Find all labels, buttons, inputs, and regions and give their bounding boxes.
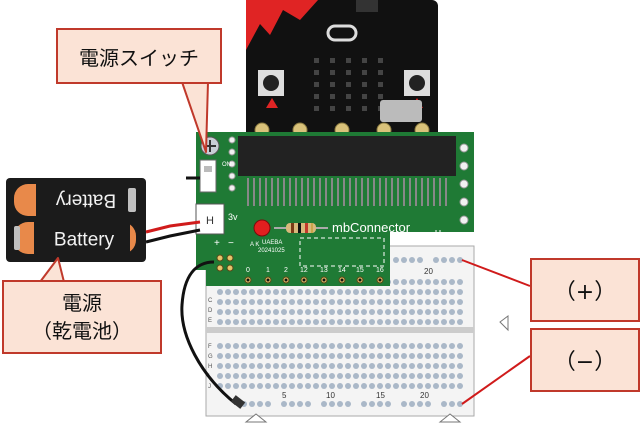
power-source-callout: 電源 （乾電池） (2, 280, 162, 354)
row-letter: C (208, 298, 213, 304)
rail-plus-sign: + (214, 238, 220, 249)
row-letter: J (208, 384, 211, 390)
microbit-edge-rings (254, 122, 430, 138)
row-letter: H (208, 364, 212, 370)
battery-top-label: Battery (55, 190, 116, 211)
pcb-left-pads (228, 136, 236, 192)
led-red (253, 219, 271, 237)
pcb-dashed-area (299, 237, 385, 267)
pcb-ground-symbol (428, 230, 448, 238)
breadboard-col-num-top: 20 (424, 267, 433, 276)
minus-pointer-line (461, 355, 531, 405)
pin-label: 0 (246, 267, 250, 274)
led-marker-label: A K (250, 242, 259, 248)
microbit (246, 0, 438, 142)
pcb-right-pads (459, 143, 469, 225)
microbit-chip (380, 100, 422, 122)
minus-rail-callout: （−） (530, 328, 640, 392)
battery-cell-bottom: Battery (14, 222, 136, 254)
microbit-button-a (258, 70, 284, 108)
power-source-callout-line2: （乾電池） (32, 319, 132, 343)
pcb-pin-labels: 0 1 2 12 13 14 15 16 (246, 267, 384, 274)
pin-label: 12 (300, 267, 308, 274)
plus-pointer-line (461, 259, 531, 287)
microbit-red-graphic (246, 0, 318, 50)
board-name-label: mbConnector (332, 220, 411, 235)
plus-rail-callout-text: （+） (553, 280, 617, 305)
pin-label: 1 (266, 267, 270, 274)
row-letter: F (208, 344, 212, 350)
pin-label: 16 (376, 267, 384, 274)
battery-bottom-label: Battery (54, 230, 115, 251)
breadboard-col-num: 5 (282, 391, 287, 400)
red-wire (145, 220, 201, 234)
board-date-label: 20241025 (258, 248, 285, 254)
row-letter: E (208, 318, 212, 324)
header-pins (246, 278, 382, 282)
edge-connector-pins (247, 178, 447, 206)
breadboard-col-num: 10 (326, 391, 335, 400)
voltage-label: 3v (228, 212, 238, 222)
jumper-wire-end (230, 395, 246, 409)
connector-board: ON H 3v + − A K mbConnector UAEBA 202410… (195, 132, 474, 286)
breadboard-holes-bottom (217, 343, 463, 407)
row-letter: G (208, 354, 213, 360)
pin-label: 13 (320, 267, 328, 274)
switch-on-label: ON (222, 162, 231, 168)
pin-label: 2 (284, 267, 288, 274)
breadboard-holes-top (217, 257, 463, 325)
power-switch-callout: 電源スイッチ (56, 28, 222, 84)
rail-minus-sign: − (228, 238, 234, 249)
edge-connector-slot (238, 136, 456, 176)
row-letter: D (208, 308, 213, 314)
pin-label: 14 (338, 267, 346, 274)
power-switch[interactable] (199, 159, 217, 193)
pcb-rail-signs: + − (214, 238, 234, 249)
battery-connector (195, 203, 225, 235)
breadboard-col-nums-bottom: 5 10 15 20 (282, 391, 429, 400)
battery-cell-top: Battery (14, 184, 136, 216)
resistor (274, 223, 328, 233)
power-switch-callout-text: 電源スイッチ (79, 45, 199, 70)
minus-rail-callout-text: （−） (553, 350, 617, 375)
jumper-wire (180, 260, 237, 406)
breadboard-col-num: 20 (420, 391, 429, 400)
microbit-logo (326, 24, 358, 42)
breadboard-notch (499, 315, 509, 332)
power-source-callout-line1: 電源 (62, 291, 102, 315)
switch-callout-tail (181, 81, 209, 153)
connector-h-label: H (206, 215, 214, 227)
breadboard-col-num: 15 (376, 391, 385, 400)
battery-wires (145, 176, 201, 244)
plus-rail-callout: （+） (530, 258, 640, 322)
black-wire-battery (145, 228, 201, 244)
battery-holder: Battery Battery (6, 178, 146, 262)
board-model-label: UAEBA (262, 240, 282, 246)
pin-label: 15 (356, 267, 364, 274)
